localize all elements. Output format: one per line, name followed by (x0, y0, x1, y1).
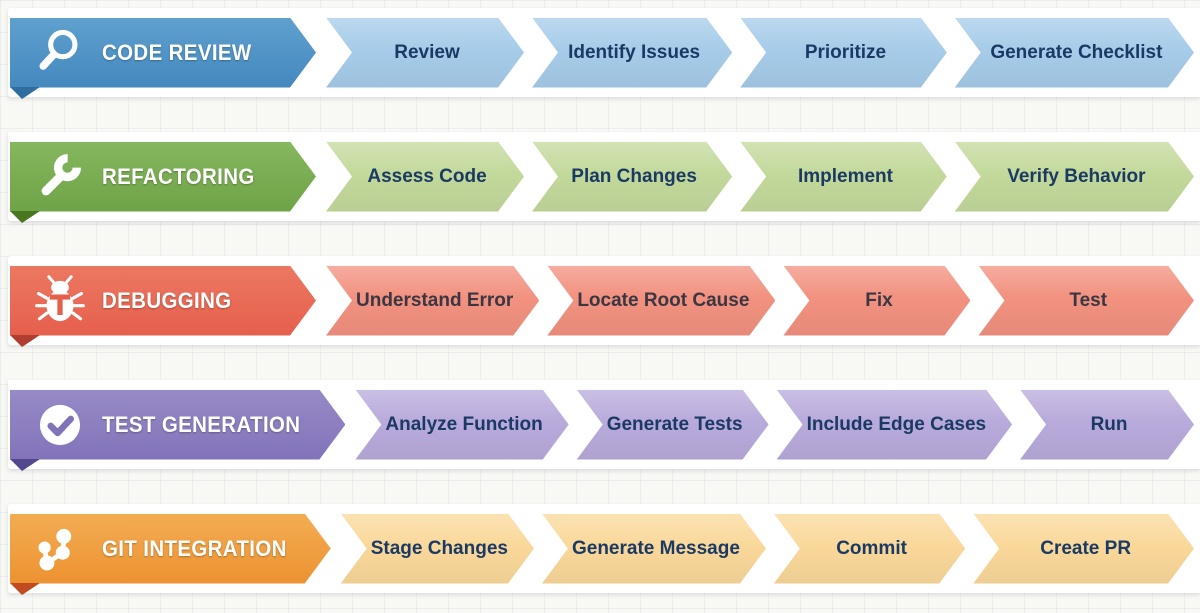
step-chevron: Generate Message (542, 514, 766, 584)
row-title: GIT INTEGRATION (102, 535, 287, 561)
step-chevron: Test (978, 266, 1194, 336)
step-chevron: Fix (783, 266, 970, 336)
step-chevron: Generate Tests (577, 390, 769, 460)
step-label: Include Edge Cases (806, 413, 987, 435)
step-label: Stage Changes (370, 537, 508, 559)
workflow-row-code-review: CODE REVIEW Review Identify Issues Prior… (8, 8, 1200, 99)
ribbon-fold (10, 211, 40, 223)
step-label: Implement (797, 165, 893, 187)
ribbon-fold (10, 335, 40, 347)
git-branch-icon (32, 520, 88, 578)
step-label: Identify Issues (568, 41, 701, 63)
steps-track: Assess Code Plan Changes Implement Verif… (318, 142, 1194, 212)
row-icon-box (32, 148, 88, 206)
step-label: Generate Checklist (990, 41, 1163, 63)
step-label: Assess Code (367, 165, 487, 187)
step-label: Run (1090, 413, 1128, 435)
step-label: Generate Tests (606, 413, 743, 435)
workflow-row-test-generation: TEST GENERATION Analyze Function Generat… (8, 380, 1200, 471)
step-label: Review (394, 41, 460, 63)
magnifier-icon (32, 24, 88, 82)
ribbon-fold (10, 583, 40, 595)
step-label: Commit (836, 537, 907, 559)
step-chevron: Assess Code (326, 142, 524, 212)
steps-track: Stage Changes Generate Message Commit Cr… (333, 514, 1194, 584)
workflow-row-git-integration: GIT INTEGRATION Stage Changes Generate M… (8, 504, 1200, 595)
step-label: Analyze Function (385, 413, 543, 435)
workflow-row-debugging: DEBUGGING Understand Error Locate Root C… (8, 256, 1200, 347)
steps-track: Understand Error Locate Root Cause Fix T… (318, 266, 1194, 336)
step-chevron: Analyze Function (355, 390, 568, 460)
row-header: TEST GENERATION (10, 390, 345, 460)
step-label: Plan Changes (571, 165, 697, 187)
row-title: TEST GENERATION (102, 411, 301, 437)
row-title: DEBUGGING (102, 287, 232, 313)
step-label: Fix (865, 289, 893, 311)
check-circle-icon (32, 396, 88, 454)
row-icon-box (32, 272, 88, 330)
step-chevron: Implement (740, 142, 947, 212)
step-label: Understand Error (356, 289, 514, 311)
step-label: Prioritize (804, 41, 887, 63)
row-header: CODE REVIEW (10, 18, 316, 88)
workflow-diagram: CODE REVIEW Review Identify Issues Prior… (8, 8, 1200, 595)
step-chevron: Prioritize (740, 18, 947, 88)
step-chevron: Stage Changes (341, 514, 534, 584)
ribbon-fold (10, 87, 40, 99)
steps-track: Analyze Function Generate Tests Include … (347, 390, 1194, 460)
step-chevron: Review (326, 18, 524, 88)
step-chevron: Commit (774, 514, 965, 584)
step-chevron: Run (1020, 390, 1194, 460)
row-header: REFACTORING (10, 142, 316, 212)
workflow-row-refactoring: REFACTORING Assess Code Plan Changes Imp… (8, 132, 1200, 223)
step-label: Create PR (1040, 537, 1132, 559)
row-title: REFACTORING (102, 163, 255, 189)
step-label: Verify Behavior (1007, 165, 1146, 187)
step-label: Test (1069, 289, 1108, 311)
ribbon-fold (10, 459, 40, 471)
row-icon-box (32, 396, 88, 454)
row-title: CODE REVIEW (102, 39, 252, 65)
step-chevron: Locate Root Cause (547, 266, 775, 336)
wrench-icon (32, 148, 88, 206)
step-label: Generate Message (571, 537, 740, 559)
step-chevron: Verify Behavior (955, 142, 1194, 212)
step-chevron: Identify Issues (532, 18, 732, 88)
step-chevron: Create PR (973, 514, 1194, 584)
row-header: GIT INTEGRATION (10, 514, 331, 584)
step-chevron: Plan Changes (532, 142, 732, 212)
step-label: Locate Root Cause (577, 289, 750, 311)
step-chevron: Generate Checklist (955, 18, 1194, 88)
step-chevron: Understand Error (326, 266, 539, 336)
row-header: DEBUGGING (10, 266, 316, 336)
row-icon-box (32, 24, 88, 82)
steps-track: Review Identify Issues Prioritize Genera… (318, 18, 1194, 88)
row-icon-box (32, 520, 88, 578)
step-chevron: Include Edge Cases (777, 390, 1013, 460)
bug-icon (32, 272, 88, 330)
